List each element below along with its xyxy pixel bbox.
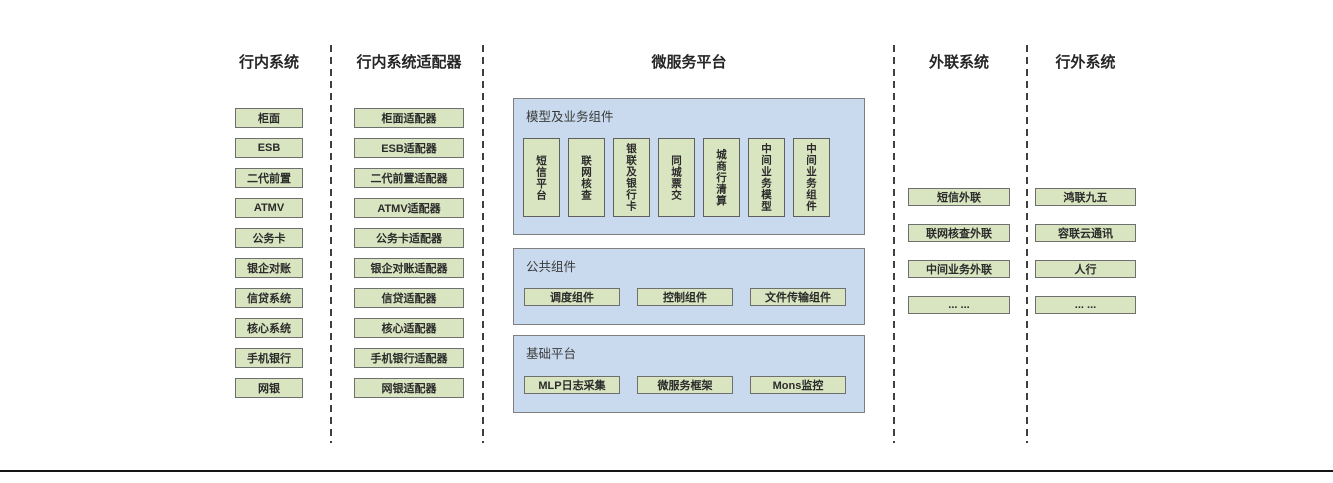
adapter-box: ESB适配器 xyxy=(354,138,464,158)
model-component-box: 中间业务组件 xyxy=(793,138,830,217)
base-platform-box: Mons监控 xyxy=(750,376,846,394)
base-platform-row: MLP日志采集微服务框架 Mons监控 xyxy=(524,376,846,394)
adapter-box: 手机银行适配器 xyxy=(354,348,464,368)
dashed-separator-3 xyxy=(893,45,895,443)
header-microservice-platform: 微服务平台 xyxy=(651,54,727,71)
external-link-box: 中间业务外联 xyxy=(908,260,1010,278)
internal-system-box: ATMV xyxy=(235,198,303,218)
adapter-box: ATMV适配器 xyxy=(354,198,464,218)
internal-system-box: 柜面 xyxy=(235,108,303,128)
adapter-box: 二代前置适配器 xyxy=(354,168,464,188)
panel-label: 基础平台 xyxy=(526,347,577,361)
outside-system-box: ... ... xyxy=(1035,296,1136,314)
panel-base-platform: 基础平台 MLP日志采集微服务框架 Mons监控 xyxy=(513,335,865,413)
adapter-box: 核心适配器 xyxy=(354,318,464,338)
internal-system-box: 公务卡 xyxy=(235,228,303,248)
model-component-box: 银联及银行卡 xyxy=(613,138,650,217)
internal-system-box: 银企对账 xyxy=(235,258,303,278)
internal-system-box: 网银 xyxy=(235,378,303,398)
outside-systems-list: 鸿联九五容联云通讯人行 ... ... xyxy=(1035,188,1136,332)
dashed-separator-1 xyxy=(330,45,332,443)
panel-label: 模型及业务组件 xyxy=(526,110,614,124)
model-component-box: 联网核查 xyxy=(568,138,605,217)
external-link-box: 短信外联 xyxy=(908,188,1010,206)
common-components-row: 调度组件控制组件文件传输组件 xyxy=(524,288,846,306)
base-platform-box: MLP日志采集 xyxy=(524,376,620,394)
dashed-separator-4 xyxy=(1026,45,1028,443)
internal-system-box: ESB xyxy=(235,138,303,158)
header-outside-systems: 行外系统 xyxy=(1055,54,1116,71)
model-component-box: 城商行清算 xyxy=(703,138,740,217)
common-component-box: 调度组件 xyxy=(524,288,620,306)
internal-system-box: 二代前置 xyxy=(235,168,303,188)
internal-system-box: 手机银行 xyxy=(235,348,303,368)
base-platform-box: 微服务框架 xyxy=(637,376,733,394)
panel-common-components: 公共组件 调度组件控制组件文件传输组件 xyxy=(513,248,865,325)
internal-system-box: 信贷系统 xyxy=(235,288,303,308)
panel-model-business-components: 模型及业务组件 短信平台联网核查银联及银行卡同城票交城商行清算中间业务模型中间业… xyxy=(513,98,865,235)
dashed-separator-2 xyxy=(482,45,484,443)
header-internal-systems: 行内系统 xyxy=(238,54,299,71)
model-component-box: 短信平台 xyxy=(523,138,560,217)
internal-system-box: 核心系统 xyxy=(235,318,303,338)
adapter-box: 公务卡适配器 xyxy=(354,228,464,248)
panel-label: 公共组件 xyxy=(526,260,577,274)
internal-adapters-list: 柜面适配器 ESB适配器二代前置适配器 ATMV适配器公务卡适配器银企对账适配器信贷… xyxy=(354,108,464,408)
internal-systems-list: 柜面 ESB 二代前置 ATMV 公务卡银企对账信贷系统核心系统手机银行网银 xyxy=(235,108,303,408)
external-link-box: 联网核查外联 xyxy=(908,224,1010,242)
model-component-box: 中间业务模型 xyxy=(748,138,785,217)
header-external-link-systems: 外联系统 xyxy=(928,54,989,71)
outside-system-box: 容联云通讯 xyxy=(1035,224,1136,242)
model-component-box: 同城票交 xyxy=(658,138,695,217)
adapter-box: 信贷适配器 xyxy=(354,288,464,308)
adapter-box: 柜面适配器 xyxy=(354,108,464,128)
external-link-box: ... ... xyxy=(908,296,1010,314)
model-components-row: 短信平台联网核查银联及银行卡同城票交城商行清算中间业务模型中间业务组件 xyxy=(523,138,830,217)
outside-system-box: 人行 xyxy=(1035,260,1136,278)
adapter-box: 银企对账适配器 xyxy=(354,258,464,278)
external-link-list: 短信外联联网核查外联中间业务外联 ... ... xyxy=(908,188,1010,332)
adapter-box: 网银适配器 xyxy=(354,378,464,398)
bottom-divider-line xyxy=(0,470,1333,472)
outside-system-box: 鸿联九五 xyxy=(1035,188,1136,206)
common-component-box: 控制组件 xyxy=(637,288,733,306)
header-internal-adapters: 行内系统适配器 xyxy=(356,54,462,71)
common-component-box: 文件传输组件 xyxy=(750,288,846,306)
